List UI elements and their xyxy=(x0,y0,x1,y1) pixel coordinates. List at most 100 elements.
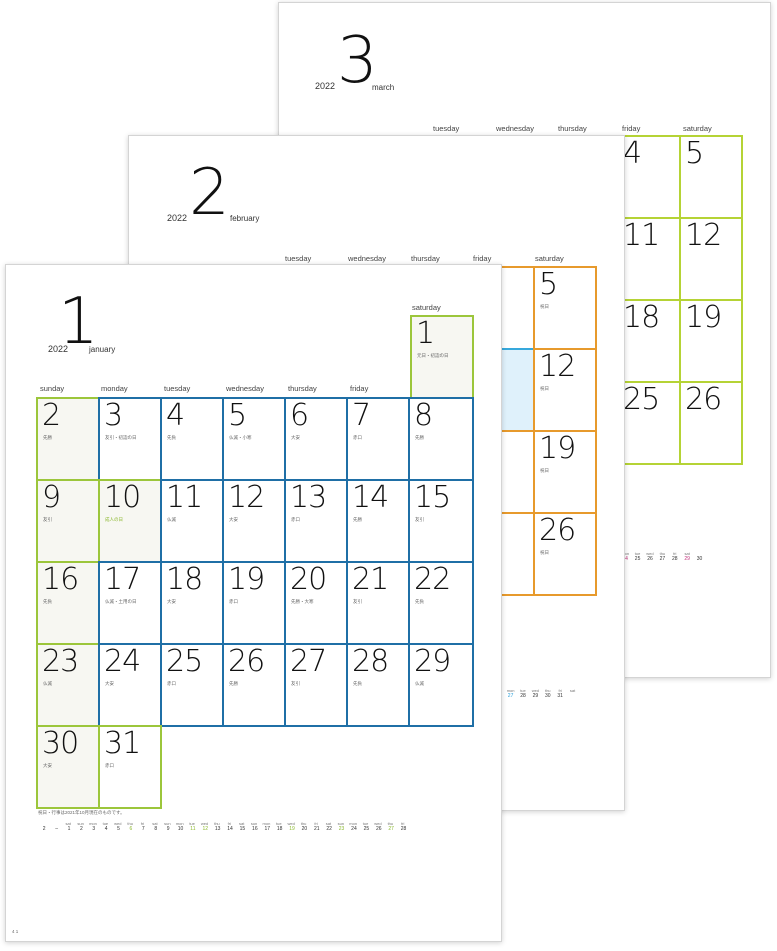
mini-date: 1 xyxy=(67,826,71,832)
day-number: 6 xyxy=(290,398,309,433)
mini-date: 29 xyxy=(684,556,690,562)
weekday-label: friday xyxy=(622,124,641,133)
day-cell[interactable]: 11 xyxy=(619,217,681,301)
day-number: 24 xyxy=(104,644,141,679)
mini-date: 10 xyxy=(177,826,184,832)
day-number: 12 xyxy=(539,349,576,384)
footnote: 祝日・行事は2021年10月現在のものです。 xyxy=(38,810,125,815)
day-cell[interactable]: 26 xyxy=(679,381,743,465)
mini-date: 18 xyxy=(276,826,283,832)
mini-weekday: thu xyxy=(544,688,551,693)
mini-date: 28 xyxy=(520,693,526,699)
day-cell[interactable]: 5 xyxy=(679,135,743,219)
mini-date: 21 xyxy=(314,826,320,832)
weekday-label: tuesday xyxy=(285,254,312,263)
mini-date: 23 xyxy=(338,826,345,832)
day-number: 5 xyxy=(228,398,247,433)
weekday-label: friday xyxy=(473,254,492,263)
mini-date: 13 xyxy=(214,826,221,832)
mini-weekday: thu xyxy=(659,551,666,556)
day-number: 22 xyxy=(414,562,451,597)
weekday-label: thursday xyxy=(288,384,317,393)
weekday-label: thursday xyxy=(558,124,587,133)
mini-date: 27 xyxy=(659,556,666,562)
day-number: 31 xyxy=(104,726,141,761)
mini-weekday: fri xyxy=(673,551,677,556)
day-cell[interactable]: 19 xyxy=(679,299,743,383)
day-number: 5 xyxy=(685,136,704,171)
day-cell[interactable]: 25 xyxy=(619,381,681,465)
mini-date: 29 xyxy=(532,693,539,699)
mini-weekday: fri xyxy=(558,688,562,693)
title-month-name: march xyxy=(372,83,395,92)
day-number: 30 xyxy=(42,726,79,761)
day-number: 7 xyxy=(352,398,371,433)
day-number: 18 xyxy=(166,562,203,597)
day-number: 12 xyxy=(228,480,265,515)
mini-date: 5 xyxy=(117,826,120,832)
day-number: 11 xyxy=(166,480,203,515)
day-number: 13 xyxy=(290,480,327,515)
day-number: 5 xyxy=(539,267,558,302)
mini-weekday: mon xyxy=(621,551,630,556)
weekday-label: sunday xyxy=(40,384,65,393)
weekday-label: wednesday xyxy=(348,254,386,263)
day-number: 9 xyxy=(42,480,61,515)
mini-date: 11 xyxy=(190,826,196,832)
mini-weekday: wed xyxy=(531,688,540,693)
day-number: 2 xyxy=(42,398,61,433)
day-number: 14 xyxy=(352,480,389,515)
day-number: 28 xyxy=(352,644,389,679)
mini-date: 28 xyxy=(400,826,407,832)
weekday-label: thursday xyxy=(411,254,440,263)
title-month-number: 2 xyxy=(189,156,230,230)
mini-date: 26 xyxy=(375,826,382,832)
day-cell[interactable]: 12 xyxy=(679,217,743,301)
day-number: 20 xyxy=(290,562,327,597)
mini-date: 2 xyxy=(79,826,83,832)
day-number: 8 xyxy=(414,398,433,433)
day-number: 29 xyxy=(414,644,451,679)
title-month-number: 1 xyxy=(58,285,99,359)
day-cell[interactable]: 4 xyxy=(619,135,681,219)
weekday-label: saturday xyxy=(535,254,564,263)
day-cell[interactable]: 18 xyxy=(619,299,681,383)
